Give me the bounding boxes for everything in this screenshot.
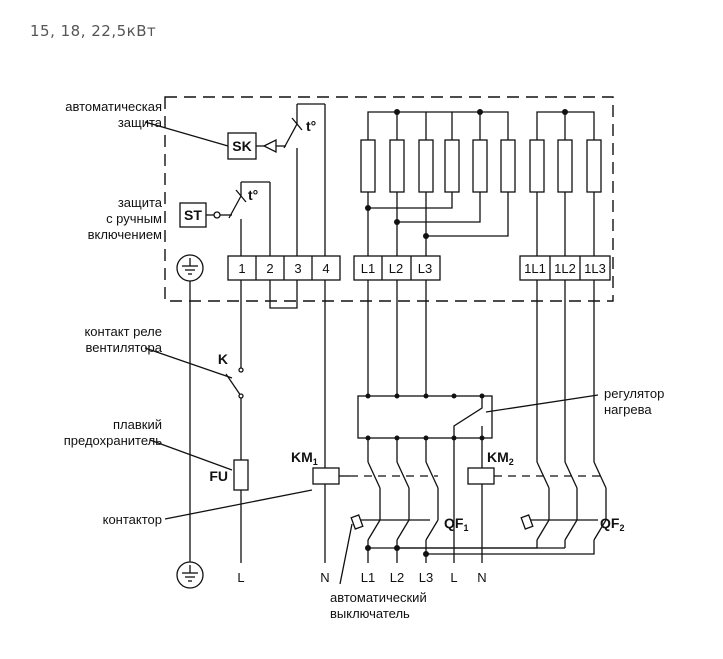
terminal-l2: L2 (389, 261, 403, 276)
label-regulator-1: регулятор (604, 386, 664, 401)
leader-regulator (485, 394, 599, 413)
label-fuse-2: предохранитель (64, 433, 162, 448)
heater-element-8 (557, 139, 573, 193)
heater-element-1 (360, 139, 376, 193)
terminal-1: 1 (238, 261, 245, 276)
label-manual-protection-1: защита (118, 195, 163, 210)
regulator-relay (453, 396, 483, 438)
km2-label: KM2 (487, 449, 514, 467)
label-fuse-1: плавкий (113, 417, 162, 432)
manual-switch-blade (228, 195, 242, 219)
fuse-body (233, 459, 249, 491)
bottom-label-l1: L1 (361, 570, 375, 585)
terminal-1l1: 1L1 (524, 261, 546, 276)
leader-auto-protection (144, 121, 229, 147)
bottom-label-l: L (237, 570, 244, 585)
fu-label: FU (209, 468, 228, 484)
thermal-switch-blade (283, 123, 298, 149)
sk-arrow (262, 138, 277, 154)
fan-relay-contact (225, 373, 242, 397)
km1-label: KM1 (291, 449, 318, 467)
heat-regulator-box (357, 395, 493, 439)
qf2-handle (520, 514, 534, 530)
label-auto-protection-2: защита (118, 115, 163, 130)
st-knob (213, 211, 221, 219)
qf1-handle (350, 514, 364, 530)
terminal-block-right (519, 255, 611, 281)
label-manual-protection-3: включением (88, 227, 162, 242)
ground-bottom-icon (176, 561, 204, 589)
label-manual-protection-2: с ручным (106, 211, 162, 226)
terminal-3: 3 (294, 261, 301, 276)
label-fan-relay-1: контакт реле (84, 324, 162, 339)
leader-breaker (339, 523, 353, 585)
terminal-2: 2 (266, 261, 273, 276)
qf1-label: QF1 (444, 515, 468, 533)
heater-element-4 (444, 139, 460, 193)
bottom-label-l3: L3 (419, 570, 433, 585)
heater-element-7 (529, 139, 545, 193)
leader-contactor (164, 489, 313, 520)
terminal-4: 4 (322, 261, 329, 276)
temp-label-1: t° (306, 118, 316, 134)
terminal-l3: L3 (418, 261, 432, 276)
label-regulator-2: нагрева (604, 402, 652, 417)
sk-box (227, 132, 257, 160)
label-fan-relay-2: вентилятора (85, 340, 162, 355)
heater-element-6 (500, 139, 516, 193)
heater-element-3 (418, 139, 434, 193)
heater-element-5 (472, 139, 488, 193)
leader-fan-relay (144, 347, 233, 379)
km2-coil (467, 467, 495, 485)
heater-element-2 (389, 139, 405, 193)
label-auto-protection-1: автоматическая (65, 99, 162, 114)
km1-coil (312, 467, 340, 485)
bottom-label-n-reg: N (477, 570, 486, 585)
heater-enclosure (164, 96, 614, 302)
terminal-block-mid (353, 255, 441, 281)
bottom-label-l2: L2 (390, 570, 404, 585)
heater-element-9 (586, 139, 602, 193)
terminal-1l2: 1L2 (554, 261, 576, 276)
jumper-2-3 (269, 280, 298, 309)
bottom-label-l-reg: L (450, 570, 457, 585)
sk-label: SK (232, 138, 251, 154)
bottom-label-n: N (320, 570, 329, 585)
temp-label-2: t° (248, 187, 258, 203)
label-breaker-1: автоматический (330, 590, 427, 605)
qf2-label: QF2 (600, 515, 624, 533)
label-contactor: контактор (103, 512, 162, 527)
terminal-1l3: 1L3 (584, 261, 606, 276)
thermal-switch-mark (291, 117, 303, 131)
manual-switch-mark (235, 189, 247, 203)
st-label: ST (184, 207, 202, 223)
st-box (179, 202, 207, 228)
label-breaker-2: выключатель (330, 606, 410, 621)
terminal-l1: L1 (361, 261, 375, 276)
page-title: 15, 18, 22,5кВт (30, 22, 157, 40)
leader-fuse (149, 439, 233, 471)
k-label: K (218, 351, 228, 367)
